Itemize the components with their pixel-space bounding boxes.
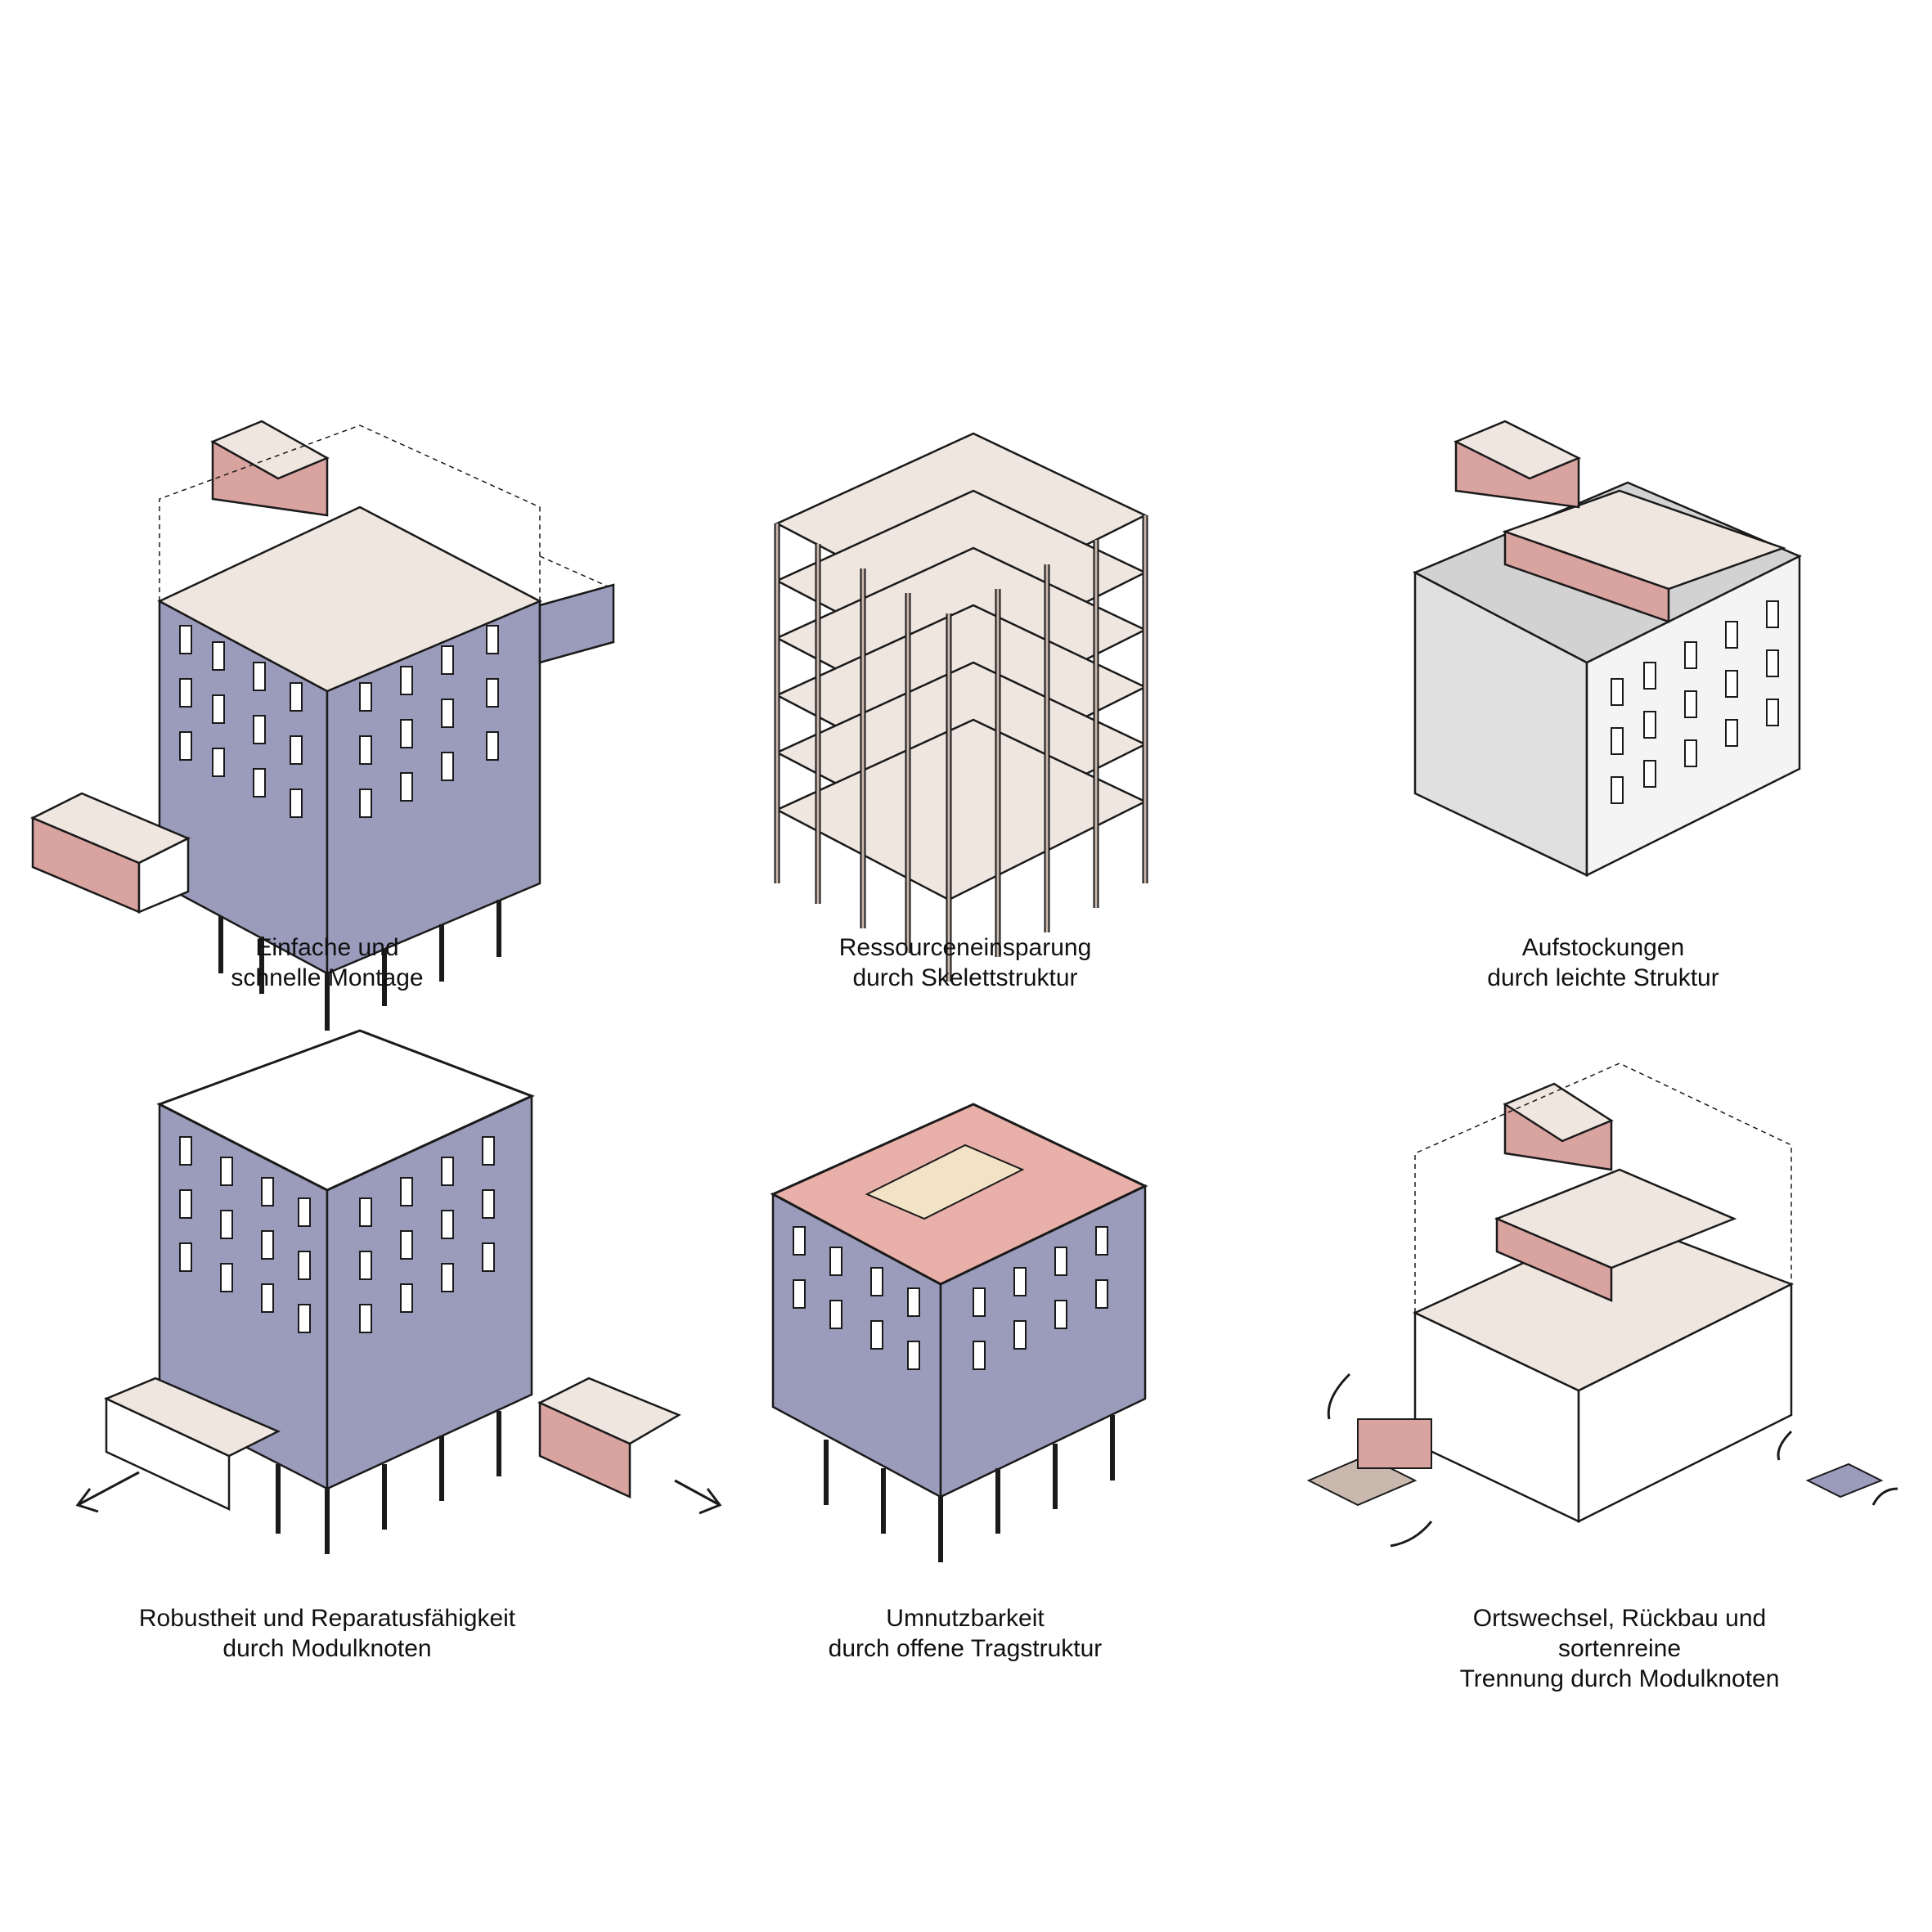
ground-floor-columns <box>218 900 501 1031</box>
skeleton-structure-illustration <box>774 432 1148 982</box>
floating-module <box>1503 1082 1614 1171</box>
relocation-illustration <box>1306 1063 1898 1548</box>
caption-line: durch Modulknoten <box>222 1635 432 1662</box>
removed-module-left <box>103 1377 281 1511</box>
upper-module <box>1494 1168 1737 1302</box>
robustness-illustration <box>75 1029 722 1554</box>
building-roof <box>156 1029 535 1192</box>
existing-building-windows <box>1611 600 1779 804</box>
caption-aufstockung: Aufstockungen durch leichte Struktur <box>1292 932 1914 993</box>
facade-windows <box>793 1226 1108 1370</box>
caption-line: Trennung durch Modulknoten <box>1459 1665 1780 1692</box>
floor-slabs <box>775 432 1148 901</box>
caption-robustheit: Robustheit und Reparatusfähigkeit durch … <box>16 1603 638 1664</box>
floating-module <box>1453 420 1582 509</box>
caption-line: Umnutzbarkeit <box>886 1605 1045 1632</box>
caption-line: durch leichte Struktur <box>1487 964 1719 991</box>
facade-panel-element <box>538 583 615 664</box>
extension-modules <box>1502 489 1786 623</box>
removed-module-right <box>537 1377 681 1498</box>
facade-windows <box>179 625 499 818</box>
caption-umnutzung: Umnutzbarkeit durch offene Tragstruktur <box>654 1603 1276 1664</box>
caption-line: schnelle Montage <box>231 964 424 991</box>
floating-module <box>210 420 330 517</box>
skeleton-columns-inner <box>775 515 1147 982</box>
separated-materials <box>1306 1418 1884 1507</box>
caption-ortswechsel: Ortswechsel, Rückbau und sortenreine Tre… <box>1309 1603 1930 1694</box>
facade-windows <box>179 1136 495 1333</box>
open-floor-core <box>865 1143 1025 1220</box>
caption-line: durch offene Tragstruktur <box>828 1635 1103 1662</box>
caption-line: Ortswechsel, Rückbau und <box>1472 1605 1767 1632</box>
ground-modules <box>30 792 191 914</box>
caption-line: Einfache und <box>255 934 399 961</box>
assembly-guide-lines <box>159 425 614 601</box>
modular-assembly-illustration <box>30 420 615 1031</box>
open-structure-illustration <box>770 1103 1148 1562</box>
move-out-arrows <box>75 1471 722 1515</box>
ground-floor-columns <box>824 1415 1115 1562</box>
cycle-arrows <box>1327 1373 1898 1548</box>
caption-skelett: Ressourceneinsparung durch Skelettstrukt… <box>654 932 1276 993</box>
caption-line: sortenreine <box>1557 1635 1682 1662</box>
caption-line: durch Skelettstruktur <box>852 964 1078 991</box>
caption-montage: Einfache und schnelle Montage <box>16 932 638 993</box>
caption-line: Robustheit und Reparatusfähigkeit <box>138 1605 516 1632</box>
caption-line: Ressourceneinsparung <box>838 934 1092 961</box>
caption-line: Aufstockungen <box>1521 934 1685 961</box>
top-extension-illustration <box>1413 420 1802 878</box>
